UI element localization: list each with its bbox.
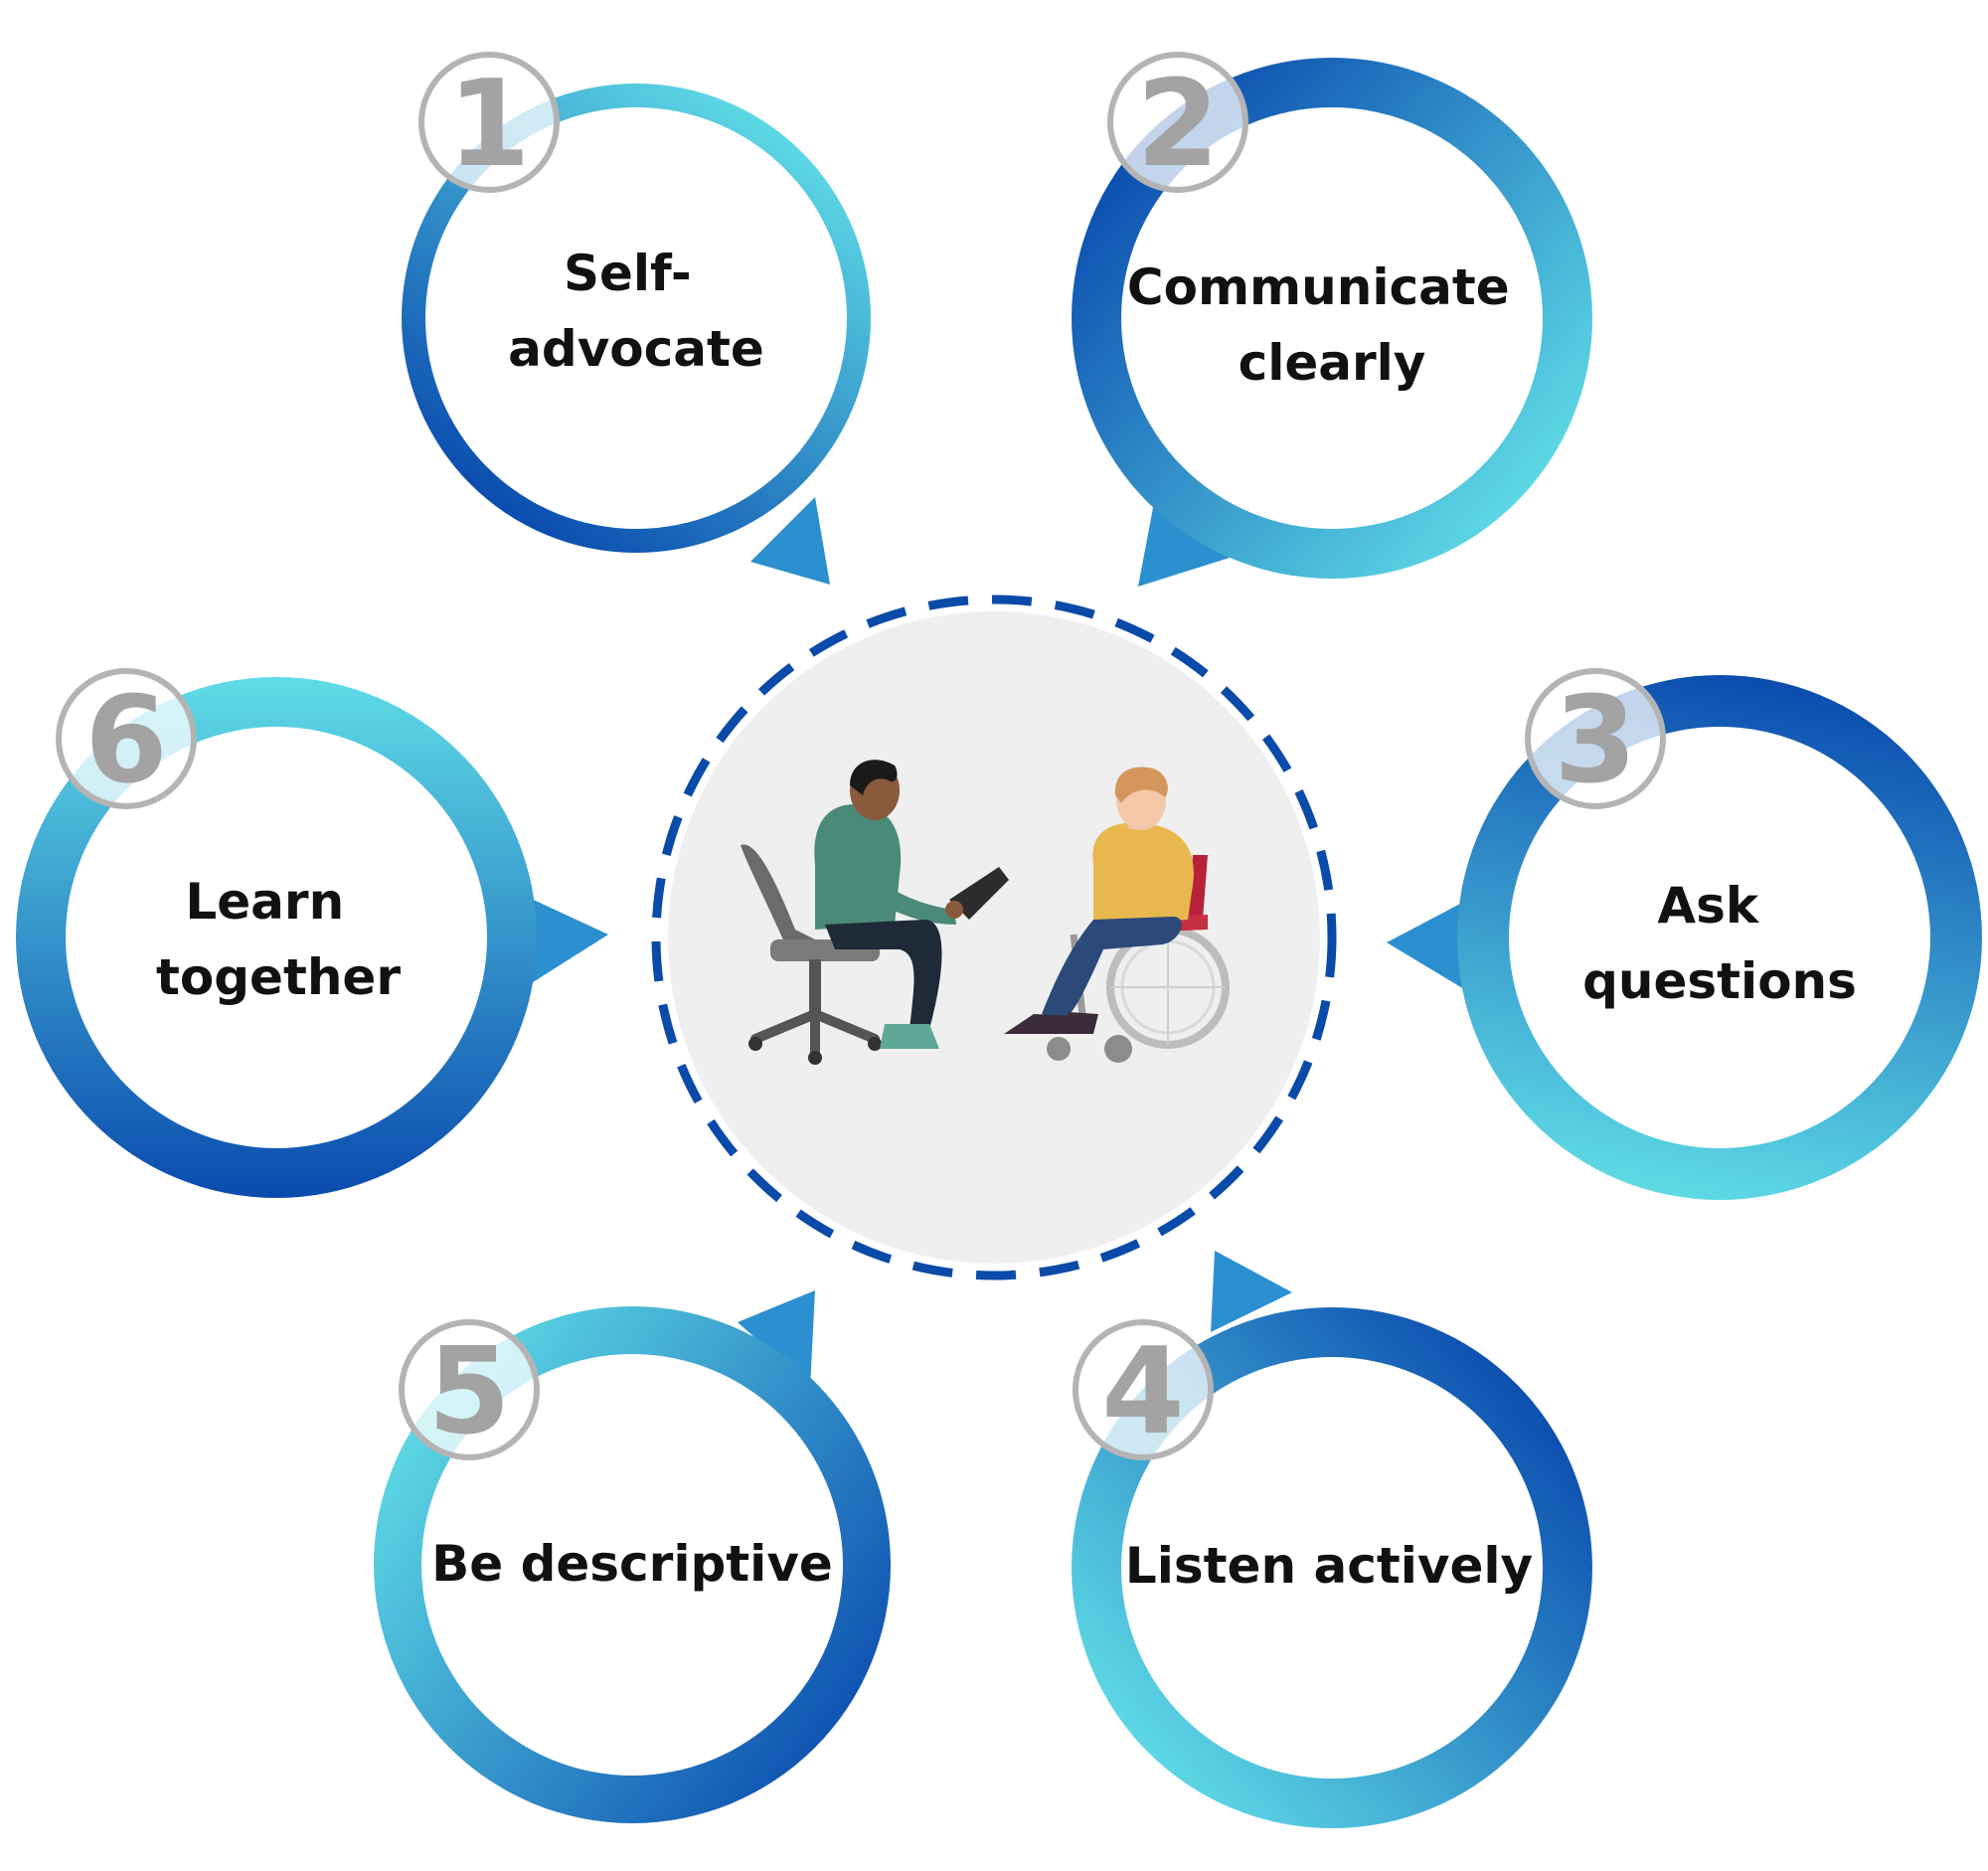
step-1-label: Self- advocate: [508, 245, 764, 378]
step-2: Communicate clearly 2: [1072, 52, 1592, 587]
center-hub: [651, 595, 1337, 1280]
step-3-inner: [1509, 727, 1930, 1148]
step-3-number: 3: [1554, 672, 1637, 810]
step-1-label-line-1: Self-: [564, 245, 692, 302]
step-5-inner: [421, 1354, 843, 1776]
step-5-badge: 5: [399, 1319, 540, 1461]
step-5-number: 5: [427, 1323, 511, 1461]
step-6: Learn together 6: [16, 668, 608, 1198]
step-4-inner: [1121, 1357, 1543, 1779]
step-4: Listen actively 4: [1072, 1251, 1592, 1828]
step-1-inner: [425, 107, 847, 529]
step-3-label-line-1: Ask: [1657, 877, 1759, 935]
step-3: Ask questions 3: [1387, 668, 1982, 1200]
step-6-inner: [66, 727, 487, 1148]
step-2-number: 2: [1136, 56, 1220, 194]
step-3-badge: 3: [1525, 668, 1666, 810]
step-4-label: Listen actively: [1125, 1537, 1533, 1595]
step-4-pointer: [1211, 1251, 1292, 1332]
step-6-label-line-2: together: [156, 948, 401, 1006]
step-1-pointer: [750, 497, 830, 585]
step-2-label-line-2: clearly: [1239, 334, 1426, 392]
step-2-label-line-1: Communicate: [1127, 258, 1510, 316]
step-6-label-line-1: Learn: [185, 873, 344, 931]
step-2-badge: 2: [1107, 52, 1248, 194]
step-4-number: 4: [1101, 1323, 1185, 1461]
step-1-label-line-2: advocate: [508, 320, 764, 378]
two-people-talking-wheelchair-illustration: [741, 760, 1230, 1065]
step-4-label-line-1: Listen actively: [1125, 1537, 1533, 1595]
step-2-inner: [1121, 107, 1543, 529]
step-3-pointer: [1387, 893, 1481, 992]
step-4-badge: 4: [1073, 1319, 1214, 1461]
center-dashed-ring: [651, 595, 1337, 1280]
step-1: Self- advocate 1: [402, 52, 871, 585]
step-3-label-line-2: questions: [1582, 952, 1857, 1010]
step-5-label: Be descriptive: [431, 1535, 833, 1593]
step-6-label: Learn together: [156, 873, 401, 1006]
step-6-number: 6: [84, 672, 168, 810]
step-2-label: Communicate clearly: [1127, 258, 1527, 392]
step-5-pointer: [738, 1290, 815, 1387]
step-2-pointer: [1138, 497, 1233, 587]
person-seated-icon: [814, 760, 1009, 1049]
step-3-label: Ask questions: [1582, 877, 1857, 1010]
step-5: Be descriptive 5: [374, 1290, 891, 1823]
center-background: [668, 611, 1320, 1264]
step-5-label-line-1: Be descriptive: [431, 1535, 833, 1593]
person-wheelchair-icon: [1004, 766, 1230, 1063]
step-1-number: 1: [447, 56, 531, 194]
step-6-badge: 6: [56, 668, 197, 810]
step-1-badge: 1: [418, 52, 560, 194]
step-6-pointer: [512, 890, 608, 989]
